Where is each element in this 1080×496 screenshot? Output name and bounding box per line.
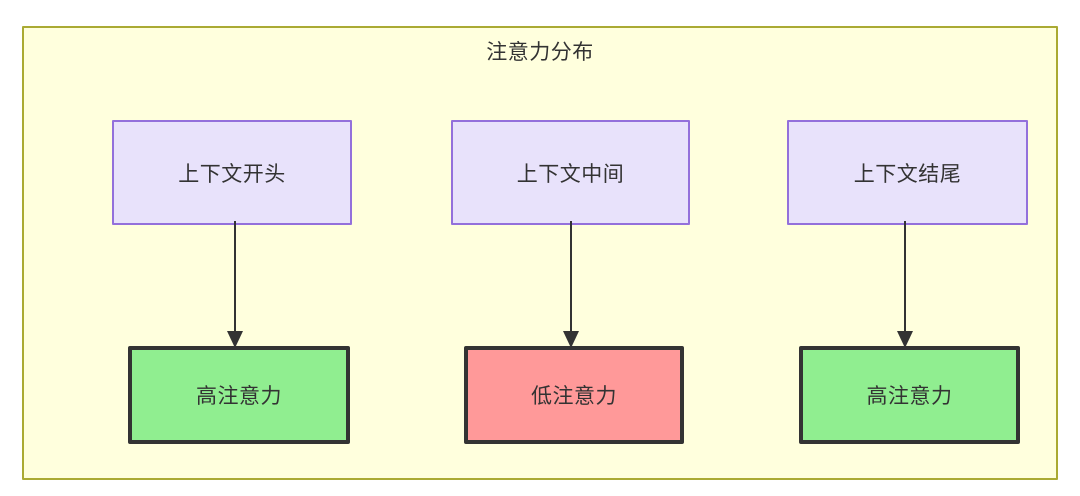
node-context-end-label: 上下文结尾 bbox=[853, 162, 962, 186]
node-context-middle[interactable]: 上下文中间 bbox=[451, 120, 690, 225]
node-context-middle-label: 上下文中间 bbox=[516, 162, 625, 186]
node-context-start[interactable]: 上下文开头 bbox=[112, 120, 352, 225]
node-high-attention-left-label: 高注意力 bbox=[196, 385, 282, 408]
node-low-attention-middle[interactable]: 低注意力 bbox=[464, 346, 684, 444]
node-context-end[interactable]: 上下文结尾 bbox=[787, 120, 1028, 225]
node-low-attention-middle-label: 低注意力 bbox=[531, 385, 617, 408]
node-context-start-label: 上下文开头 bbox=[178, 162, 286, 186]
node-high-attention-right[interactable]: 高注意力 bbox=[799, 346, 1020, 444]
attention-distribution-cluster: 注意力分布 上下文开头 上下文中间 上下文结尾 高注意力 低注意力 高注意力 bbox=[22, 26, 1058, 480]
edge-context-middle-to-low-attention bbox=[563, 221, 579, 348]
edge-context-end-to-high-attention bbox=[897, 221, 913, 348]
edge-context-start-to-high-attention bbox=[227, 221, 243, 348]
cluster-title: 注意力分布 bbox=[486, 41, 594, 64]
node-high-attention-left[interactable]: 高注意力 bbox=[128, 346, 350, 444]
node-high-attention-right-label: 高注意力 bbox=[866, 385, 953, 408]
